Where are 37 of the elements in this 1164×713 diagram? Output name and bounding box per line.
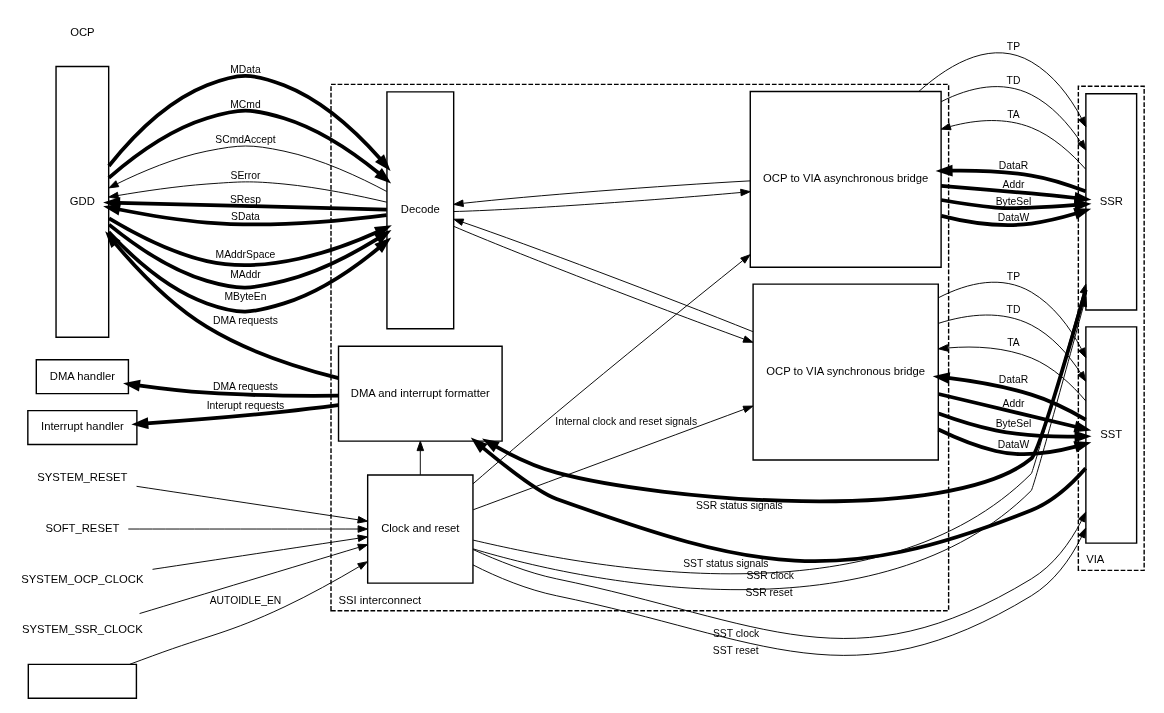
edge-label: TP bbox=[1006, 40, 1021, 52]
edge-label: Internal clock and reset signals bbox=[555, 415, 698, 426]
edge-label: Interupt requests bbox=[206, 399, 285, 411]
node-text: SYSTEM_OCP_CLOCK bbox=[21, 572, 144, 585]
edge-label: MData bbox=[230, 63, 261, 75]
edge-label: SST reset bbox=[712, 644, 759, 656]
node-text: SYSTEM_RESET bbox=[37, 470, 128, 483]
edge-label: Addr bbox=[1002, 178, 1025, 190]
edge-label: DMA requests bbox=[213, 314, 278, 326]
edge-label: MByteEn bbox=[224, 290, 267, 302]
edge-label: TD bbox=[1006, 74, 1021, 86]
edge-label: SCmdAccept bbox=[215, 133, 276, 145]
edge-label: SST status signals bbox=[683, 557, 769, 569]
edge-label: SST clock bbox=[712, 627, 760, 639]
edge-label: DataW bbox=[997, 211, 1030, 222]
edge-label: SError bbox=[230, 169, 261, 181]
node-text: SOFT_RESET bbox=[45, 521, 120, 534]
edge-label: SSR status signals bbox=[695, 499, 783, 511]
edge-label: SResp bbox=[229, 193, 261, 205]
label: OCP bbox=[70, 25, 95, 38]
edge-label: MCmd bbox=[230, 98, 261, 110]
edge-label: ByteSel bbox=[995, 195, 1032, 207]
edge-label: TD bbox=[1006, 303, 1021, 315]
edge-label: ByteSel bbox=[995, 417, 1032, 429]
edge-label: MAddrSpace bbox=[215, 248, 276, 260]
edge-label: DataW bbox=[997, 438, 1030, 450]
edge-label: DMA requests bbox=[213, 380, 278, 392]
edge-label: MAddr bbox=[230, 268, 261, 280]
edge-label: SData bbox=[231, 210, 260, 222]
edge-label: Addr bbox=[1002, 397, 1025, 409]
edge-label: TA bbox=[1007, 108, 1020, 120]
edge-label: DataR bbox=[998, 373, 1029, 385]
node-text: SYSTEM_SSR_CLOCK bbox=[21, 622, 143, 635]
edge-label: TA bbox=[1007, 336, 1020, 348]
edge-label: TP bbox=[1006, 270, 1021, 282]
edge-label: DataR bbox=[998, 159, 1029, 171]
edge-label: AUTOIDLE_EN bbox=[209, 594, 282, 606]
